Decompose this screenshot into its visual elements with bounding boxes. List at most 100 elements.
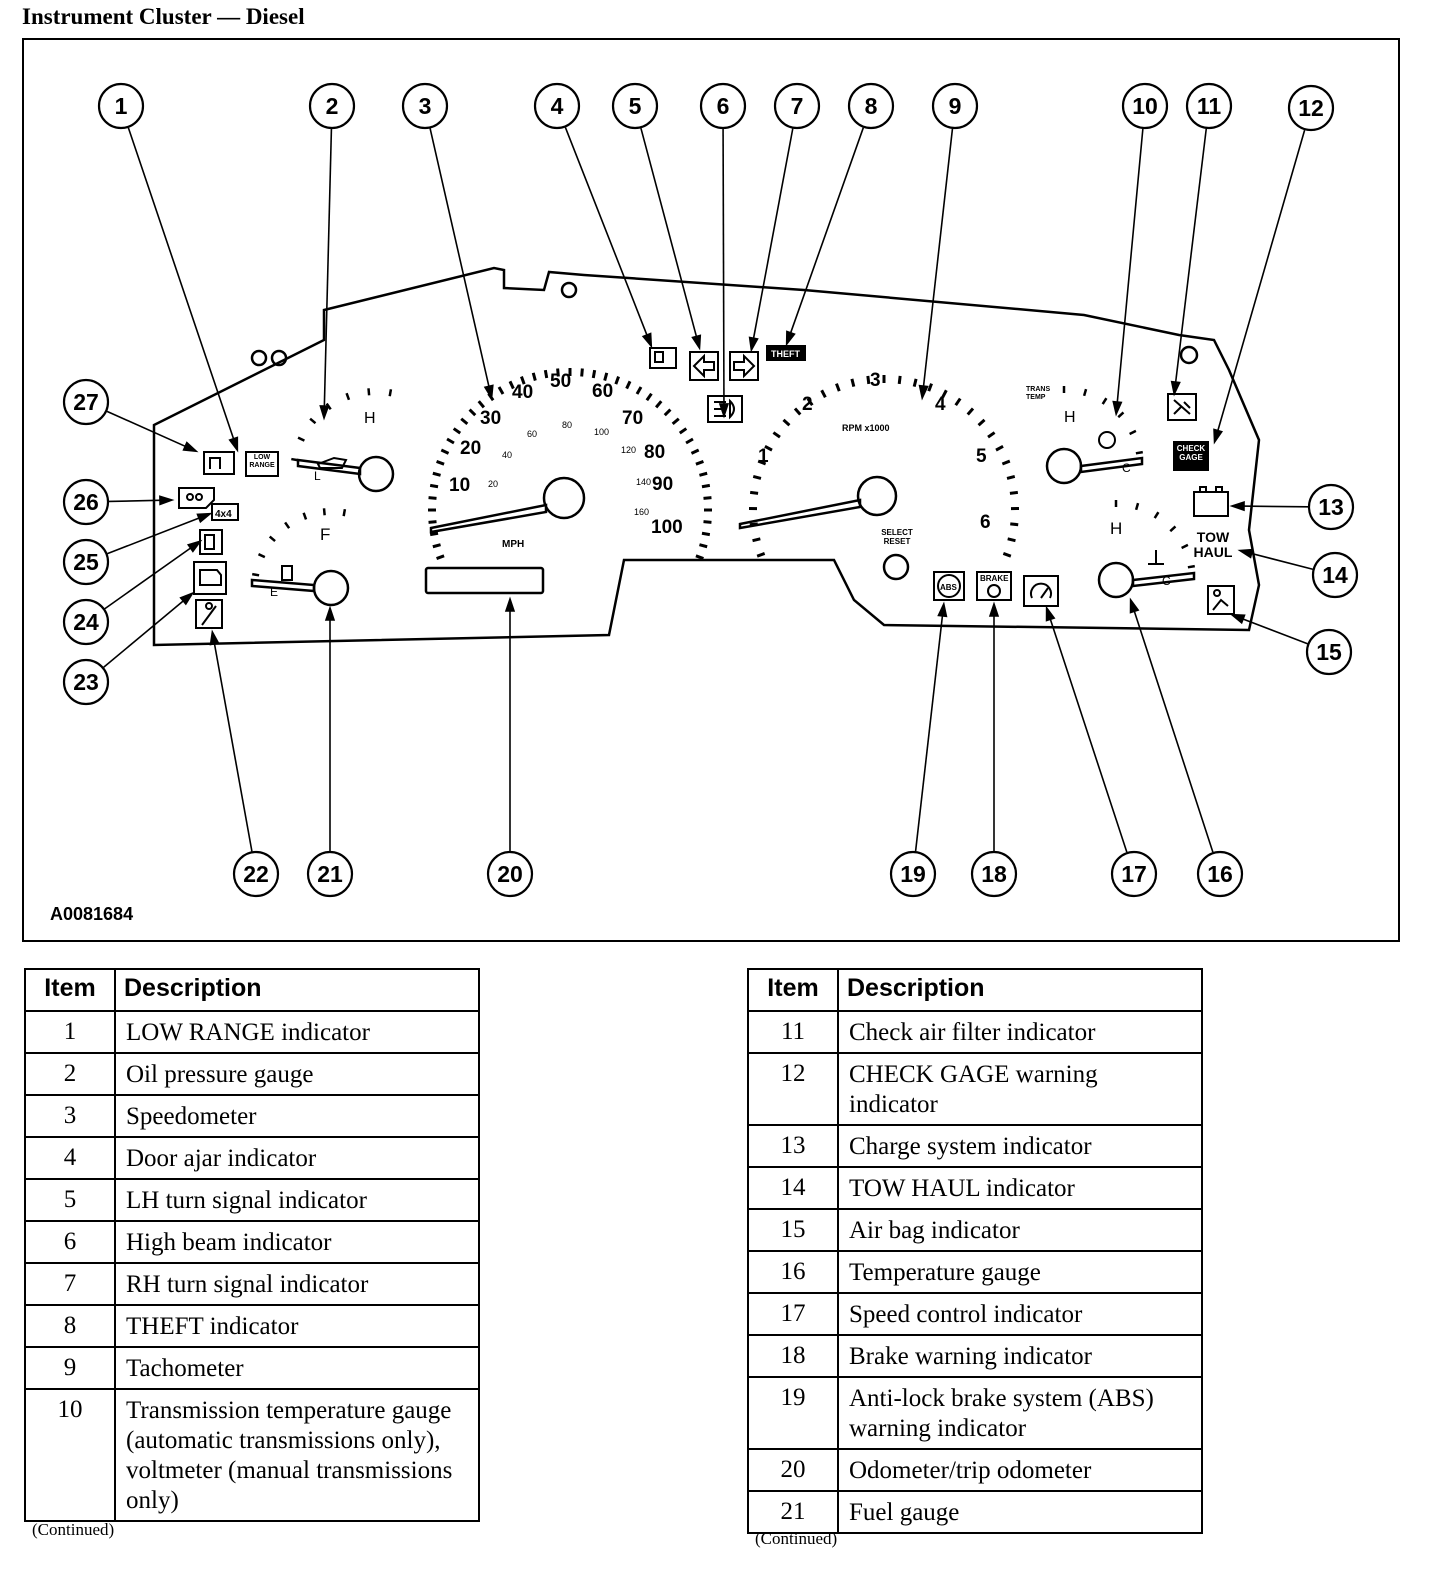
item-number: 8 bbox=[24, 1304, 116, 1348]
dial-tick bbox=[446, 437, 455, 445]
leader-arrowhead bbox=[718, 403, 730, 419]
engine-temp-h: H bbox=[1110, 519, 1122, 538]
dial-tick bbox=[497, 386, 505, 395]
dial-tick bbox=[1169, 525, 1177, 533]
tach-mark: 5 bbox=[976, 446, 987, 467]
leader-line bbox=[106, 410, 190, 449]
dial-tick bbox=[1002, 552, 1012, 558]
speedo-mark: 40 bbox=[512, 382, 533, 403]
item-description: TOW HAUL indicator bbox=[837, 1166, 1203, 1210]
callout-bubble: 16 bbox=[1196, 850, 1244, 898]
item-description: Temperature gauge bbox=[837, 1250, 1203, 1294]
item-description: Fuel gauge bbox=[837, 1490, 1203, 1534]
speedo-mark: 60 bbox=[592, 381, 613, 402]
check-gage-indicator: CHECK GAGE bbox=[1173, 441, 1209, 471]
instrument-cluster-figure: 10 20 30 40 50 60 70 80 90 100 20 40 60 … bbox=[22, 38, 1400, 942]
item-description: Odometer/trip odometer bbox=[837, 1448, 1203, 1492]
leader-line bbox=[1216, 129, 1306, 435]
speedo-mark: 10 bbox=[449, 475, 470, 496]
callout-bubble: 1 bbox=[97, 82, 145, 130]
tach-unit: RPM x1000 bbox=[842, 423, 890, 433]
item-description: High beam indicator bbox=[114, 1220, 480, 1264]
leader-line bbox=[107, 515, 203, 555]
tach-mark: 4 bbox=[935, 394, 946, 415]
dial-tick bbox=[460, 417, 469, 426]
item-description: Speed control indicator bbox=[837, 1292, 1203, 1336]
oil-gauge-l: L bbox=[314, 469, 321, 483]
dial-tick bbox=[995, 445, 1004, 452]
speedo-kmh-mark: 40 bbox=[502, 450, 512, 460]
dial-tick bbox=[850, 378, 856, 387]
continued-note-left: (Continued) bbox=[32, 1520, 115, 1539]
leader-arrowhead bbox=[228, 436, 239, 453]
callout-bubble: 9 bbox=[931, 82, 979, 130]
callout-bubble: 3 bbox=[401, 82, 449, 130]
dial-tick bbox=[695, 554, 704, 560]
callout-bubble: 12 bbox=[1287, 84, 1335, 132]
seatbelt-indicator bbox=[195, 599, 223, 629]
callout-number: 17 bbox=[1121, 861, 1147, 887]
leader-arrowhead bbox=[1229, 613, 1246, 625]
dial-tick bbox=[603, 372, 609, 381]
leader-line bbox=[104, 545, 195, 610]
speedo-kmh-mark: 20 bbox=[488, 479, 498, 489]
dial-tick bbox=[297, 436, 305, 442]
dial-tick bbox=[757, 459, 767, 466]
speedo-mark: 50 bbox=[550, 371, 571, 392]
item-description: LH turn signal indicator bbox=[114, 1178, 480, 1222]
item-number: 1 bbox=[24, 1010, 116, 1054]
leader-arrowhead bbox=[209, 629, 220, 646]
dial-tick bbox=[703, 496, 712, 500]
dial-tick bbox=[520, 376, 526, 385]
item-description: Tachometer bbox=[114, 1346, 480, 1390]
leader-line bbox=[922, 128, 954, 391]
dial-tick bbox=[428, 520, 437, 524]
instrument-cluster-diagram: 10 20 30 40 50 60 70 80 90 100 20 40 60 … bbox=[50, 82, 1359, 924]
item-number: 11 bbox=[747, 1010, 839, 1054]
item-number: 4 bbox=[24, 1136, 116, 1180]
dial-tick bbox=[556, 368, 560, 377]
callout-number: 22 bbox=[243, 861, 269, 887]
tach-mark: 1 bbox=[758, 446, 769, 467]
leader-arrowhead bbox=[691, 334, 702, 351]
dial-tick bbox=[625, 380, 632, 390]
item-number: 2 bbox=[24, 1052, 116, 1096]
dial-tick bbox=[477, 400, 486, 409]
item-description: Transmission temperature gauge (automati… bbox=[114, 1388, 480, 1522]
table-header-row: Item Description bbox=[747, 968, 1203, 1012]
dial-tick bbox=[699, 471, 708, 477]
leader-line bbox=[323, 128, 333, 411]
dial-tick bbox=[1135, 450, 1144, 455]
callout-number: 7 bbox=[791, 93, 804, 119]
callout-bubble: 21 bbox=[306, 850, 354, 898]
leader-arrowhead bbox=[1129, 597, 1140, 614]
callout-number: 3 bbox=[419, 93, 432, 119]
leader-line bbox=[914, 611, 944, 852]
leader-arrowhead bbox=[1170, 380, 1181, 397]
speedo-kmh-mark: 120 bbox=[621, 445, 636, 455]
engine-temp-symbol bbox=[1148, 550, 1164, 565]
speedo-kmh-mark: 160 bbox=[634, 507, 649, 517]
dial-tick bbox=[927, 383, 933, 392]
item-number: 17 bbox=[747, 1292, 839, 1336]
callout-number: 15 bbox=[1316, 639, 1342, 665]
dial-tick bbox=[436, 460, 445, 466]
dial-tick bbox=[793, 407, 802, 416]
callout-number: 21 bbox=[317, 861, 343, 887]
item-number: 13 bbox=[747, 1124, 839, 1168]
dial-tick bbox=[436, 554, 445, 560]
callout-number: 8 bbox=[865, 93, 878, 119]
tow-haul-indicator: TOW HAUL bbox=[1194, 530, 1233, 560]
callout-number: 6 bbox=[717, 93, 730, 119]
item-number: 20 bbox=[747, 1448, 839, 1492]
dial-tick bbox=[820, 389, 827, 399]
leader-arrowhead bbox=[186, 539, 203, 553]
item-description: Air bag indicator bbox=[837, 1208, 1203, 1252]
trans-temp-symbol bbox=[1098, 431, 1116, 449]
callout-bubble: 15 bbox=[1305, 628, 1353, 676]
